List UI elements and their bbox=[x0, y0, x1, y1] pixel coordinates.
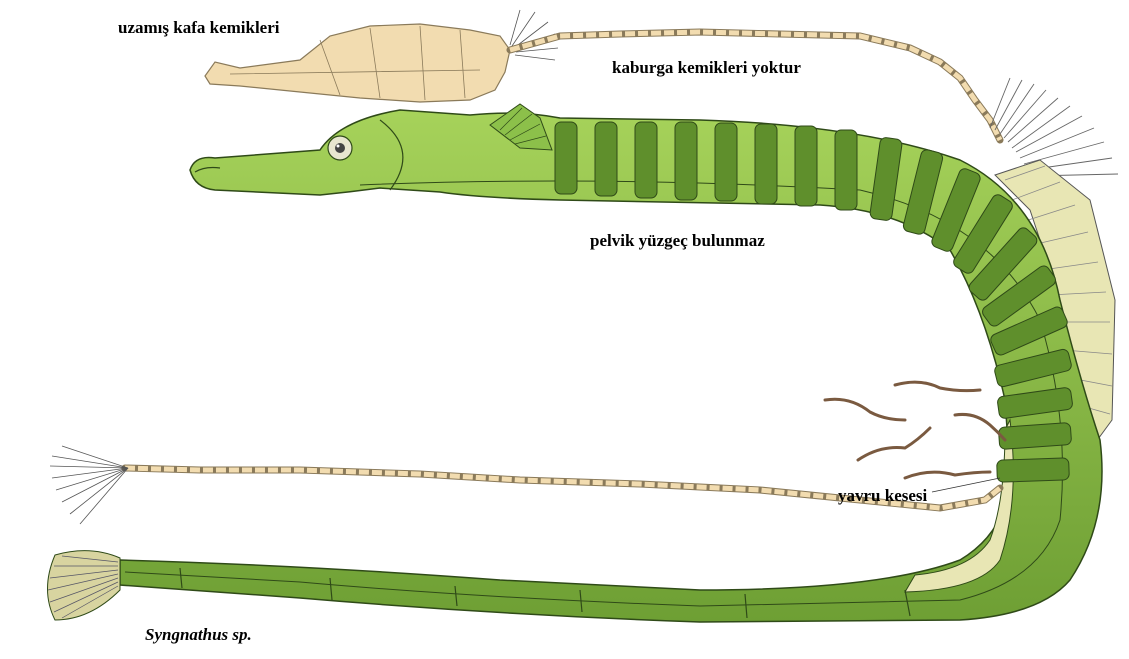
dorsal-fin-rays-upper bbox=[990, 78, 1118, 176]
fry bbox=[858, 428, 930, 460]
label-species: Syngnathus sp. bbox=[145, 625, 252, 644]
label-skull: uzamış kafa kemikleri bbox=[118, 18, 280, 37]
label-pouch: yavru kesesi bbox=[838, 486, 928, 505]
fry-group bbox=[825, 382, 1005, 478]
label-pelvic: pelvik yüzgeç bulunmaz bbox=[590, 231, 765, 250]
fry bbox=[895, 382, 980, 391]
pipefish-body bbox=[48, 104, 1116, 622]
pointer-lines bbox=[932, 478, 1000, 492]
lower-skeleton bbox=[50, 446, 1000, 524]
fry bbox=[825, 399, 905, 420]
label-ribs: kaburga kemikleri yoktur bbox=[612, 58, 801, 77]
fry bbox=[955, 414, 1005, 440]
tail-fin-rays-skeleton bbox=[50, 446, 128, 524]
fry bbox=[905, 472, 990, 478]
